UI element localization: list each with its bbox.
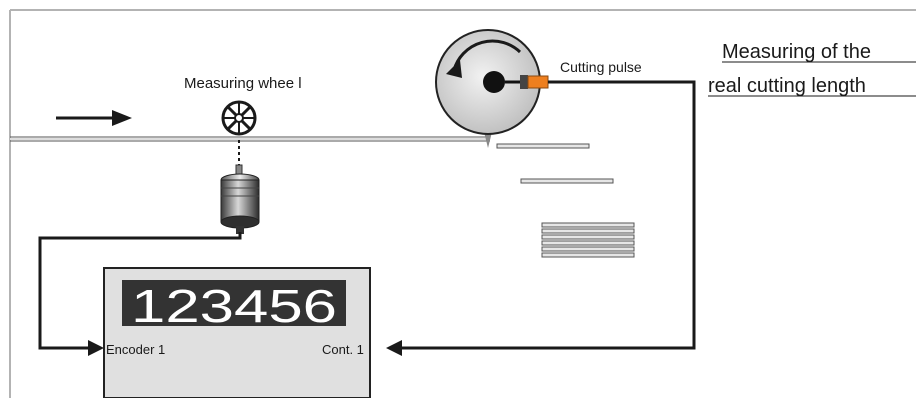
counter-display xyxy=(122,280,346,326)
measuring-wheel-label: Measuring whee l xyxy=(184,75,302,92)
cutting-pulse-label: Cutting pulse xyxy=(560,59,642,75)
diagram-frame xyxy=(9,9,916,398)
cutting-pulse-sensor-icon xyxy=(520,75,549,89)
encoder-input-label: Encoder 1 xyxy=(106,342,165,357)
counter-unit: 123456 Encoder 1 Cont. 1 xyxy=(103,267,371,398)
counter-display-value: 123456 xyxy=(131,280,337,332)
control-input-label: Cont. 1 xyxy=(322,342,364,357)
title-line-1: Measuring of the xyxy=(722,41,871,63)
cutting-drum-icon xyxy=(435,29,541,148)
encoder-cable xyxy=(38,232,242,356)
diagram-title: Measuring of the real cutting length xyxy=(708,41,916,97)
measuring-wheel-icon xyxy=(221,100,257,136)
feed-direction-arrow xyxy=(56,110,132,126)
sensor-cable xyxy=(386,80,696,356)
material-strip xyxy=(10,136,490,142)
rotary-encoder-icon xyxy=(220,164,260,234)
cut-pieces xyxy=(496,143,635,258)
title-line-2: real cutting length xyxy=(708,75,866,97)
